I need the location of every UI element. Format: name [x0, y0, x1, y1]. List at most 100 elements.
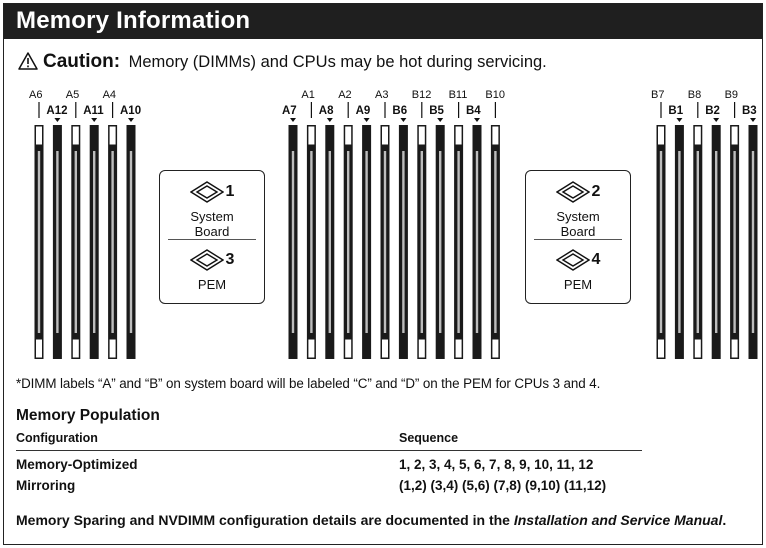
divider: [534, 239, 622, 240]
slot-label: B1: [668, 105, 683, 117]
slot-groove: [439, 151, 442, 333]
label-pointer: [290, 118, 296, 122]
config-name: Mirroring: [16, 478, 76, 493]
column-header-sequence: Sequence: [399, 431, 459, 445]
slot-label: B7: [651, 89, 664, 101]
dimm-slot-A3: A3: [375, 89, 390, 359]
slot-label: B9: [725, 89, 738, 101]
slot-groove: [494, 151, 497, 333]
dimm-slot-A12: A12: [46, 105, 68, 359]
slot-label: B6: [392, 105, 407, 117]
manual-title: Installation and Service Manual: [513, 512, 723, 528]
slot-groove: [715, 151, 718, 333]
page-title: Memory Information: [16, 7, 251, 34]
cpu-box-1: 1 System Board 3 PEM: [159, 170, 265, 304]
dimm-slot-B9: B9: [725, 89, 740, 359]
slot-latch: [418, 126, 425, 145]
slot-latch: [345, 339, 352, 358]
slot-latch: [72, 126, 79, 145]
label-pointer: [128, 118, 134, 122]
slot-groove: [696, 151, 699, 333]
slot-groove: [37, 151, 41, 333]
dimm-slot-B10: B10: [485, 89, 505, 359]
dimm-slot-B3: B3: [742, 105, 758, 359]
dimm-slot-A1: A1: [301, 89, 316, 359]
slot-label: A2: [338, 89, 351, 101]
slot-groove: [659, 151, 663, 333]
slot-groove: [383, 151, 387, 333]
slot-groove: [291, 151, 295, 333]
divider: [168, 239, 256, 240]
slot-label: A3: [375, 89, 388, 101]
slot-label: B3: [742, 105, 757, 117]
label-pointer: [713, 118, 720, 122]
header-rule: [16, 450, 642, 451]
column-header-configuration: Configuration: [16, 431, 98, 445]
slot-latch: [345, 126, 352, 145]
slot-label: A10: [120, 105, 141, 117]
slot-label: B8: [688, 89, 701, 101]
dimm-slot-B11: B11: [449, 89, 468, 359]
slot-latch: [308, 339, 315, 358]
slot-groove: [74, 151, 77, 333]
cpu-label-line-1: System: [556, 209, 600, 224]
dimm-slot-A4: A4: [103, 89, 118, 359]
slot-latch: [308, 126, 315, 145]
dimm-slot-A11: A11: [83, 105, 104, 359]
caution-label: Caution:: [43, 51, 121, 72]
slot-label: B11: [449, 89, 468, 101]
slot-label: B4: [466, 105, 481, 117]
slot-latch: [36, 339, 42, 358]
dimm-slot-B6: B6: [392, 105, 408, 359]
note-end: .: [722, 512, 727, 528]
label-pointer: [676, 118, 683, 122]
slot-groove: [457, 151, 460, 333]
cpu-chip-icon: [555, 249, 590, 271]
dimm-slot-A5: A5: [66, 89, 81, 359]
sparing-note: Memory Sparing and NVDIMM configuration …: [16, 512, 751, 529]
cpu-chip-icon: [189, 181, 224, 203]
label-pointer: [437, 118, 444, 122]
slot-latch: [492, 126, 499, 145]
slot-groove: [420, 151, 423, 333]
label-pointer: [91, 118, 98, 122]
slot-label: B10: [485, 89, 505, 101]
dimm-slot-B7: B7: [651, 89, 666, 359]
slot-groove: [328, 151, 331, 333]
slot-groove: [475, 151, 479, 333]
slot-latch: [109, 126, 116, 145]
slot-latch: [731, 126, 738, 145]
dimm-slot-A7: A7: [282, 105, 298, 359]
dimm-slot-A10: A10: [120, 105, 141, 359]
dimm-slot-B12: B12: [412, 89, 431, 359]
slot-label: A12: [46, 105, 67, 117]
slot-groove: [56, 151, 59, 333]
dimm-slot-B1: B1: [668, 105, 684, 359]
label-pointer: [400, 118, 407, 122]
cpu-number: 2: [591, 183, 601, 200]
slot-label: B2: [705, 105, 720, 117]
config-name: Memory-Optimized: [16, 457, 138, 472]
slot-groove: [733, 151, 736, 333]
slot-groove: [129, 151, 133, 333]
cpu-pem-label: PEM: [563, 277, 593, 292]
slot-latch: [658, 126, 664, 145]
slot-latch: [382, 126, 388, 145]
slot-groove: [402, 151, 405, 333]
slot-latch: [694, 126, 701, 145]
slot-label: A7: [282, 105, 297, 117]
label-pointer: [54, 118, 61, 122]
config-sequence: (1,2) (3,4) (5,6) (7,8) (9,10) (11,12): [399, 478, 607, 493]
slot-label: A11: [83, 105, 104, 117]
slot-groove: [365, 151, 368, 333]
cpu-box-2: 2 System Board 4 PEM: [525, 170, 631, 304]
slot-label: A8: [319, 105, 334, 117]
slot-latch: [382, 339, 388, 358]
slot-label: A4: [103, 89, 116, 101]
caution-line: Caution: Memory (DIMMs) and CPUs may be …: [18, 51, 547, 73]
dimm-slot-B4: B4: [466, 105, 482, 359]
slot-label: A1: [301, 89, 314, 101]
slot-latch: [455, 339, 462, 358]
slot-groove: [751, 151, 755, 333]
